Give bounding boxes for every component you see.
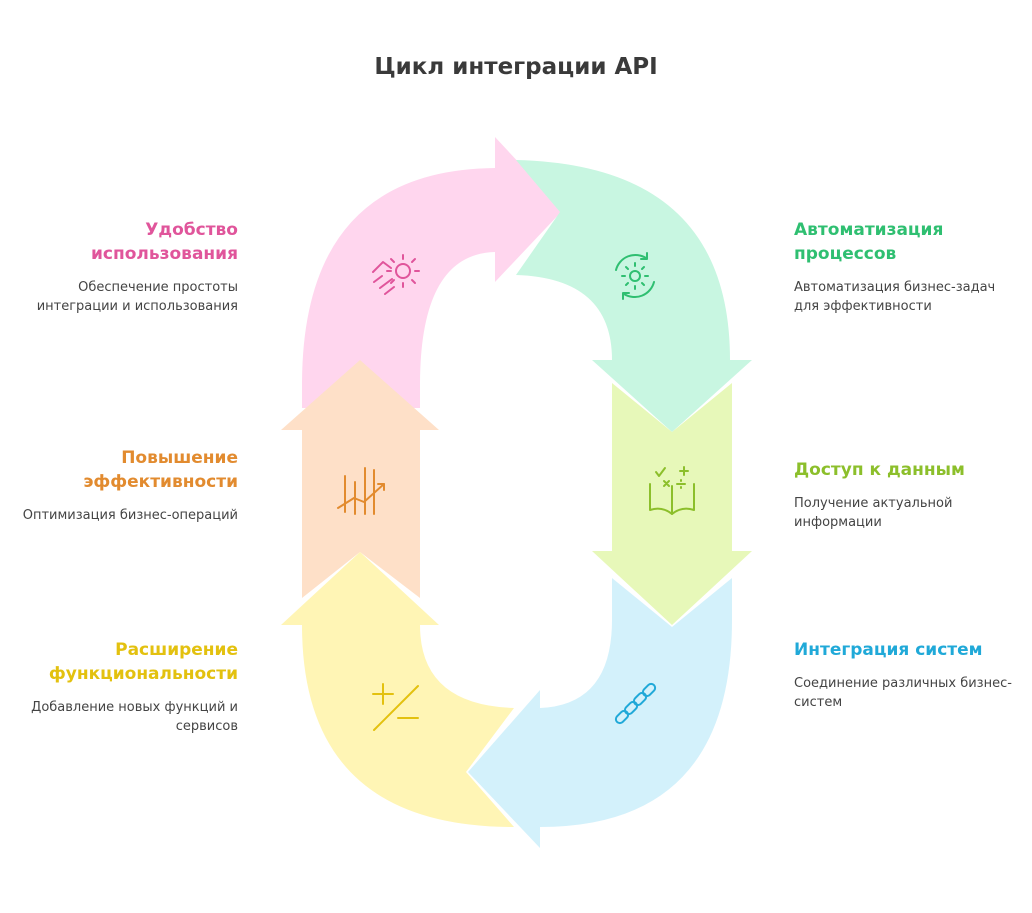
step-functionality-heading: Расширение функциональности — [48, 640, 238, 684]
growth-chart-icon — [337, 467, 385, 515]
step-usability: Удобство использования Обеспечение прост… — [8, 218, 238, 316]
segment-functionality — [281, 552, 514, 827]
step-efficiency: Повышение эффективности Оптимизация бизн… — [8, 446, 238, 525]
step-automation: Автоматизация процессов Автоматизация би… — [794, 218, 1024, 316]
segment-efficiency — [281, 360, 439, 598]
step-efficiency-description: Оптимизация бизнес-операций — [22, 508, 238, 523]
gear-cycle-icon — [615, 252, 655, 300]
step-integration-heading: Интеграция систем — [794, 640, 983, 660]
step-integration: Интеграция систем Соединение различных б… — [794, 638, 1024, 712]
plus-minus-icon — [372, 683, 419, 731]
step-efficiency-heading: Повышение эффективности — [83, 448, 238, 492]
step-integration-description: Соединение различных бизнес-систем — [794, 676, 1012, 710]
step-automation-description: Автоматизация бизнес-задач для эффективн… — [794, 280, 996, 314]
step-data-heading: Доступ к данным — [794, 460, 965, 480]
step-usability-description: Обеспечение простоты интеграции и исполь… — [36, 280, 238, 314]
step-data-description: Получение актуальной информации — [794, 496, 953, 530]
book-math-icon — [649, 466, 695, 515]
step-usability-heading: Удобство использования — [91, 220, 238, 264]
segment-automation — [516, 160, 752, 432]
segment-integration — [468, 578, 732, 848]
step-functionality-description: Добавление новых функций и сервисов — [31, 700, 238, 734]
chain-link-icon — [614, 682, 657, 725]
step-data: Доступ к данным Получение актуальной инф… — [794, 458, 1024, 532]
handshake-gear-icon — [372, 254, 420, 295]
segment-usability — [302, 137, 563, 408]
step-automation-heading: Автоматизация процессов — [794, 220, 944, 264]
step-functionality: Расширение функциональности Добавление н… — [8, 638, 238, 736]
page-title: Цикл интеграции API — [374, 54, 658, 80]
